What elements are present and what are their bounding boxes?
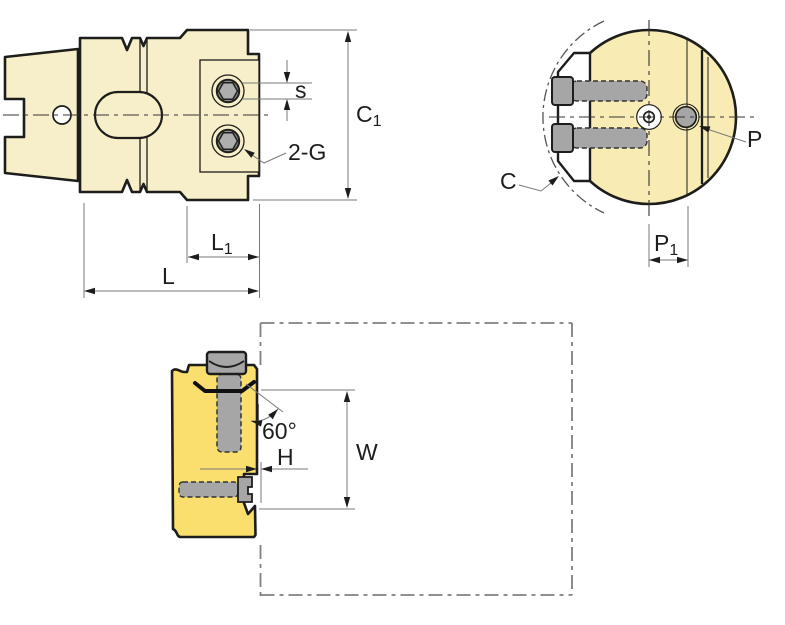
dim-c1-label: C1 [356, 101, 382, 130]
label-p-text: P [747, 126, 762, 152]
dim-p1-label: P1 [654, 230, 678, 259]
dim-s-label: s [295, 77, 307, 103]
screw-note-2g: 2-G [244, 139, 326, 165]
screw-shaft [216, 373, 242, 453]
dimension-angle-60: 60° [245, 383, 297, 444]
side-view: s C1 2-G L1 [3, 28, 382, 298]
dimension-p1: P1 [648, 206, 689, 267]
pin-stem [178, 481, 239, 498]
phantom-arc [542, 20, 605, 214]
screw-head [551, 76, 574, 106]
screw-counterbore [211, 74, 245, 108]
screw-counterbore [211, 124, 245, 158]
locating-pin [178, 476, 253, 503]
screw-shaft [569, 127, 648, 149]
dimension-s: s [242, 60, 312, 121]
label-c: C [500, 168, 559, 194]
pin-head [237, 476, 253, 503]
angle-label: 60° [262, 418, 297, 444]
screw-note-label: 2-G [288, 139, 326, 165]
dimension-l1: L1 [186, 204, 260, 298]
clamp-screw-bottom [551, 123, 648, 153]
dim-w-label: W [356, 439, 378, 465]
dim-l-label: L [162, 263, 175, 289]
front-view: C P P1 [500, 20, 762, 267]
dim-h-label: H [277, 444, 294, 470]
label-c-text: C [500, 168, 517, 194]
label-p: P [699, 126, 762, 152]
dimension-c1: C1 [250, 29, 382, 201]
serration-seat [193, 380, 256, 393]
dimension-h: H [200, 444, 308, 503]
hex-socket-icon [217, 82, 239, 100]
clamp-screw-top [211, 74, 245, 108]
screw-head-dome [208, 360, 245, 368]
dim-l1-label: L1 [211, 229, 233, 258]
phantom-tool-outline [259, 322, 573, 596]
clamp-screw-bottom [211, 124, 245, 158]
clamp-screw-top [551, 76, 648, 106]
hex-socket-icon [217, 132, 239, 150]
section-view: 60° W H [170, 322, 573, 596]
dimension-w: W [259, 389, 378, 510]
screw-head [551, 123, 574, 153]
screw-shaft [569, 80, 648, 102]
dimension-l: L [83, 203, 259, 298]
screw-head [205, 350, 248, 376]
